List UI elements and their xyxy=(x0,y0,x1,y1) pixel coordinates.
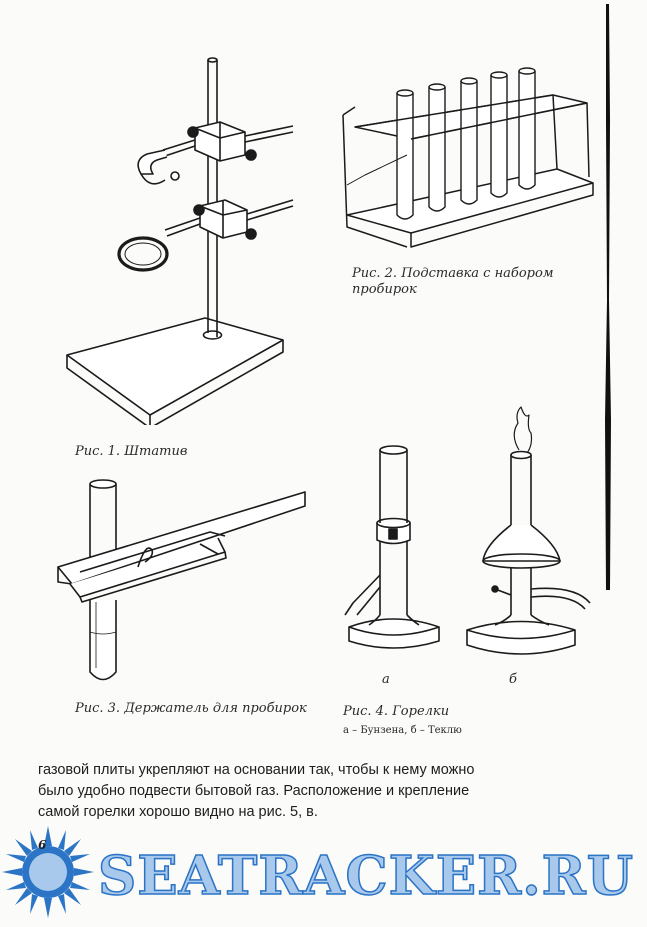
figure-burners-illustration xyxy=(344,406,591,655)
body-line: самой горелки хорошо видно на рис. 5, в. xyxy=(38,804,318,820)
watermark-text: SEATRACKER.RU xyxy=(97,845,634,907)
figure-4-caption: Рис. 4. Горелки xyxy=(343,704,450,719)
figure-4-label-a: а xyxy=(382,672,390,687)
figure-3-caption: Рис. 3. Держатель для пробирок xyxy=(75,701,307,716)
figure-2-caption: Рис. 2. Подставка с набором пробирок xyxy=(352,266,554,297)
page-spine-shadow xyxy=(605,4,611,590)
body-line: газовой плиты укрепляют на основании так… xyxy=(38,762,475,778)
figure-4-subcaption: а – Бунзена, б – Теклю xyxy=(343,725,462,736)
body-line: было удобно подвести бытовой газ. Распол… xyxy=(38,783,470,799)
figure-test-tube-rack-illustration xyxy=(342,67,594,248)
body-paragraph: газовой плиты укрепляют на основании так… xyxy=(38,760,578,823)
figure-test-tube-holder-illustration xyxy=(57,479,306,681)
figure-1-caption: Рис. 1. Штатив xyxy=(75,444,188,459)
page-number: 6 xyxy=(38,838,47,852)
figure-4-label-b: б xyxy=(509,672,517,687)
figure-stand-illustration xyxy=(66,57,294,425)
sun-logo-icon xyxy=(2,826,94,918)
